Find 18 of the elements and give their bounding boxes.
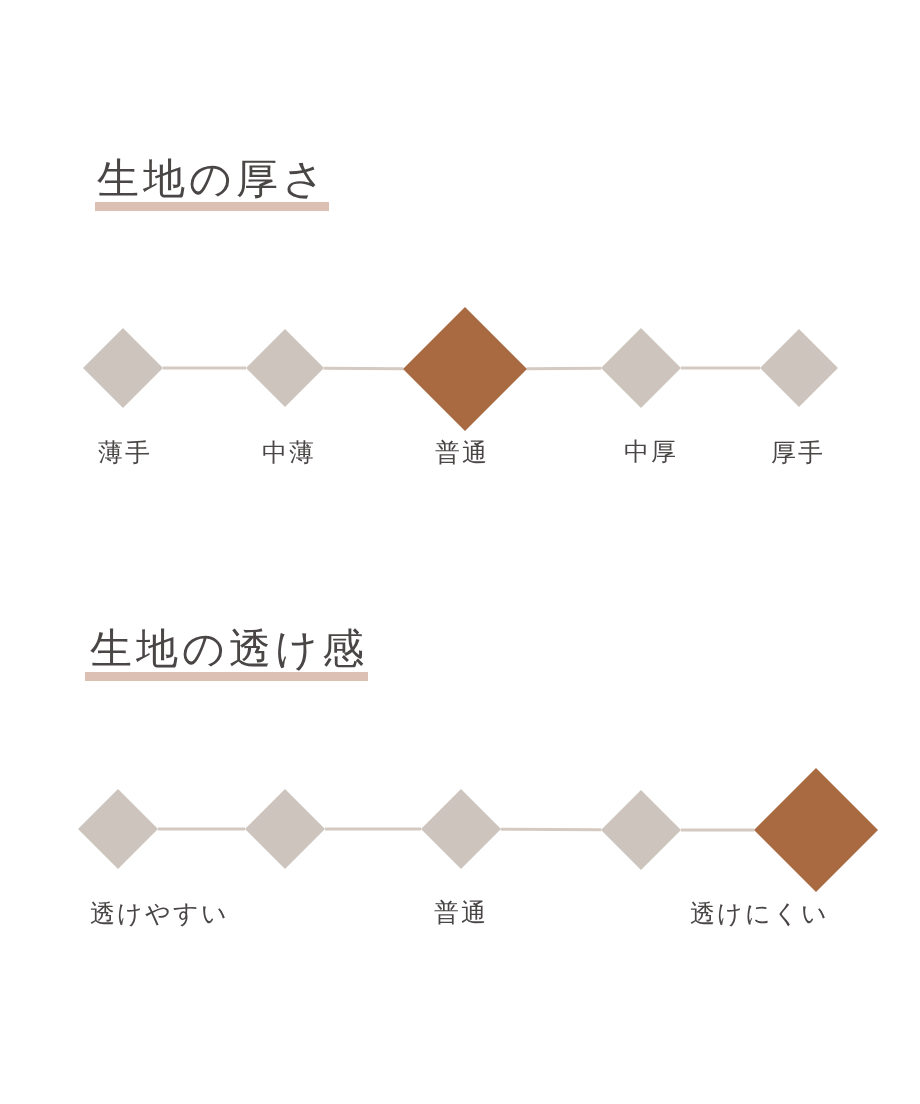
connector-line: [325, 827, 421, 831]
scale-label: 透けにくい: [689, 899, 829, 929]
scale-label: 透けやすい: [89, 899, 229, 929]
connector-line: [681, 828, 754, 832]
scale-label: 厚手: [771, 438, 825, 468]
connector-line: [526, 366, 602, 371]
connector-line: [681, 366, 760, 370]
scale-label: 普通: [435, 438, 489, 468]
connector-line: [500, 827, 602, 832]
connector-line: [158, 827, 245, 831]
scale-label: 薄手: [98, 438, 152, 468]
connector-line: [323, 366, 404, 371]
scale-label: 中厚: [624, 437, 678, 467]
scale-label: 中薄: [262, 438, 316, 468]
section-heading: 生地の厚さ: [95, 155, 329, 211]
connector-line: [163, 366, 246, 370]
scale-label: 普通: [434, 898, 488, 928]
section-heading: 生地の透け感: [85, 625, 368, 681]
